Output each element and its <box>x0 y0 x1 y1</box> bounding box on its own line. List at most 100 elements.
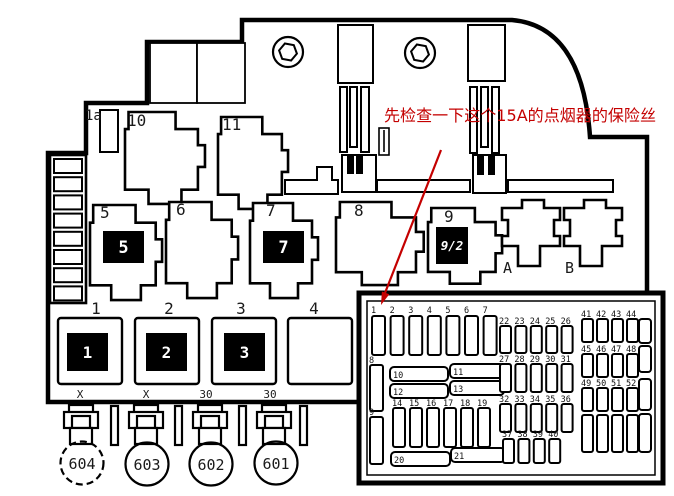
connector-label-601: 601 <box>262 455 289 473</box>
inset-fuse-37 <box>502 438 515 464</box>
inset-fuse-42 <box>596 318 609 343</box>
inset-fuse-label-19: 19 <box>477 399 487 409</box>
inset-fuse-label-33: 33 <box>514 395 524 405</box>
ladder-cell <box>53 158 83 174</box>
inset-fuse-label-23: 23 <box>514 317 524 327</box>
inset-fuse-label-7: 7 <box>483 306 488 316</box>
inset-fuse-label-15: 15 <box>409 399 419 409</box>
inset-fuse-32 <box>499 403 512 433</box>
ladder-cell <box>53 212 83 229</box>
inset-fuse-label-26: 26 <box>561 317 571 327</box>
inset-fuse-label-11: 11 <box>453 368 463 378</box>
terminal-bolt <box>62 403 100 446</box>
inset-fuse-5 <box>445 315 461 356</box>
inset-fuse-label-51: 51 <box>611 379 621 389</box>
inset-fuse-47 <box>611 353 624 378</box>
connector-label-603: 603 <box>133 456 160 474</box>
inset-fuse <box>626 414 639 453</box>
relay-8 <box>336 202 424 285</box>
relay-label-B: B <box>565 259 574 277</box>
inset-fuse-label-21: 21 <box>454 452 464 462</box>
inset-fuse-label-17: 17 <box>443 399 453 409</box>
inset-strip-fuse <box>638 318 652 344</box>
terminal-label-30b: 30 <box>263 388 276 401</box>
inset-fuse-label-46: 46 <box>596 345 606 355</box>
annotation-text: 先检查一下这个15A的点烟器的保险丝 <box>384 106 656 125</box>
bus-bar-2 <box>376 179 471 193</box>
square-label-4: 4 <box>309 299 319 318</box>
mounting-bolt-left <box>271 35 305 69</box>
inset-fuse-label-44: 44 <box>626 310 636 320</box>
square-insert-3 <box>224 333 265 371</box>
relay-label-5: 5 <box>100 203 110 222</box>
ladder-cell <box>53 285 83 302</box>
inset-fuse-label-10: 10 <box>393 371 403 381</box>
bus-bar-1 <box>284 166 339 195</box>
inset-fuse-label-20: 20 <box>394 456 404 466</box>
relay-shapes <box>90 112 624 300</box>
inset-fuse-38 <box>517 438 531 464</box>
inset-fuse-16 <box>426 407 440 448</box>
terminal-label-30a: 30 <box>199 388 212 401</box>
relay-label-A: A <box>503 259 512 277</box>
inset-fuse-44 <box>626 318 639 343</box>
inset-fuse-28 <box>514 363 528 393</box>
inset-fuse-4 <box>426 315 442 356</box>
inset-fuse-52 <box>626 387 639 412</box>
inset-fuse-label-32: 32 <box>499 395 509 405</box>
connector-label-604: 604 <box>68 455 95 473</box>
inset-fuse-label-39: 39 <box>533 430 543 440</box>
square-4 <box>286 316 354 386</box>
inset-fuse-39 <box>532 438 546 464</box>
inset-fuse-46 <box>596 353 609 378</box>
inset-fuse-2 <box>389 315 405 356</box>
inset-fuse-label-25: 25 <box>545 317 555 327</box>
terminal-bolt <box>127 403 165 446</box>
inset-fuse-45 <box>581 353 594 378</box>
inset-fuse-label-18: 18 <box>460 399 470 409</box>
inset-fuse-label-30: 30 <box>545 355 555 365</box>
square-insert-label-3: 3 <box>240 343 250 362</box>
relay-A <box>500 198 562 268</box>
terminal-bolts <box>62 403 309 447</box>
inset-fuse-label-34: 34 <box>530 395 540 405</box>
inset-fuse-14 <box>392 407 406 448</box>
ladder-cell <box>53 176 83 193</box>
square-insert-label-2: 2 <box>162 343 172 362</box>
terminal-label-x1: X <box>77 388 84 401</box>
inset-fuse-18 <box>460 407 474 448</box>
inset-fuse <box>581 414 594 453</box>
ladder-cell <box>53 230 83 247</box>
inset-fuse-31 <box>560 363 574 393</box>
inset-fuse-10 <box>389 366 449 382</box>
inset-fuse-label-52: 52 <box>626 379 636 389</box>
inset-fuse-label-37: 37 <box>502 430 512 440</box>
inset-fuse-label-24: 24 <box>530 317 540 327</box>
terminal-pin <box>237 404 248 447</box>
inset-fuse-label-13: 13 <box>453 385 463 395</box>
inset-fuse-22 <box>499 325 512 354</box>
connector-label-602: 602 <box>197 456 224 474</box>
inset-fuse-6 <box>464 315 479 356</box>
inset-fuse-label-43: 43 <box>611 310 621 320</box>
relay-label-10: 10 <box>127 111 146 130</box>
inset-fuse-41 <box>581 318 594 343</box>
inset-fuse-27 <box>499 363 512 393</box>
relay-insert-label-7: 7 <box>278 238 288 258</box>
inset-fuse-label-6: 6 <box>464 306 469 316</box>
inset-fuse-25 <box>545 325 559 354</box>
inset-strip-fuse <box>638 378 652 411</box>
inset-fuse-9 <box>369 416 384 465</box>
inset-fuse <box>596 414 609 453</box>
relay-label-11: 11 <box>222 115 241 134</box>
inset-fuse-label-9: 9 <box>369 408 374 418</box>
inset-fuse-label-28: 28 <box>514 355 524 365</box>
labels: 1a 10 11 5 6 7 8 9 A B 1 2 3 4 5 7 9/2 1… <box>68 108 574 474</box>
inset-fuse-label-48: 48 <box>626 345 636 355</box>
inset-fuse-label-35: 35 <box>545 395 555 405</box>
inset-fuse-24 <box>529 325 543 354</box>
inset-fuse-label-12: 12 <box>393 388 403 398</box>
